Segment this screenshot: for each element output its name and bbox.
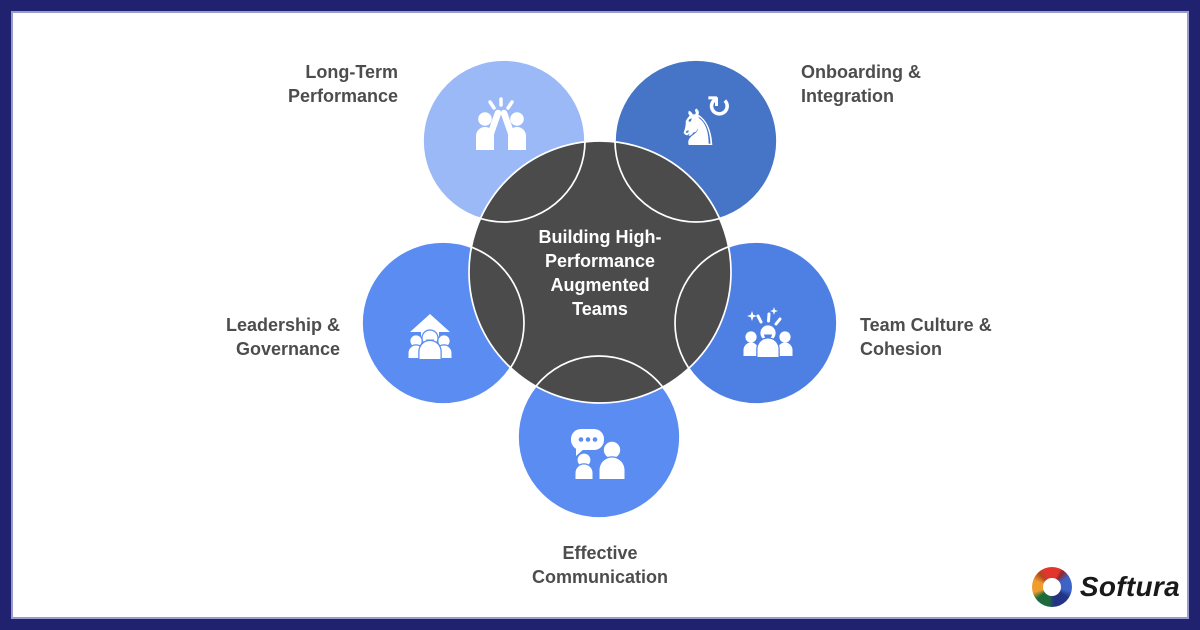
label-effective-communication: Effective Communication — [531, 543, 668, 587]
team-celebration-icon — [743, 307, 793, 359]
circle-outlines — [361, 59, 838, 519]
label-leadership-governance: Leadership & Governance — [225, 315, 340, 359]
label-onboarding-integration: Onboarding & Integration — [801, 62, 921, 106]
svg-text:↻: ↻ — [706, 90, 731, 125]
high-five-icon — [476, 97, 526, 150]
softura-logo-text: Softura — [1079, 571, 1180, 602]
chess-knight-cycle-icon: ♞ ↻ — [676, 89, 733, 158]
label-team-culture-cohesion: Team Culture & Cohesion — [860, 315, 992, 359]
softura-swirl-icon — [1031, 567, 1072, 607]
chat-people-icon — [571, 429, 626, 481]
leader-up-arrow-icon — [407, 314, 453, 361]
svg-text:♞: ♞ — [676, 99, 721, 157]
label-long-term-performance: Long-Term Performance — [287, 62, 398, 106]
circle-center-hub — [469, 141, 731, 403]
center-hub-title: Building High- Performance Augmented Tea… — [538, 227, 662, 319]
softura-logo: Softura — [1031, 567, 1180, 607]
